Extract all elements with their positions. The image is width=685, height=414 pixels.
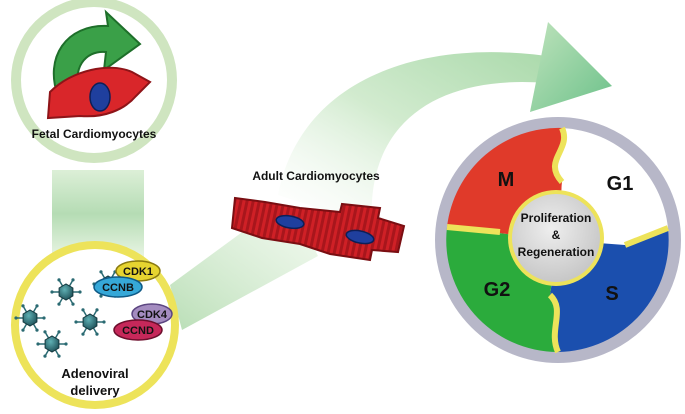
fetal-nucleus-icon (89, 82, 111, 112)
virus-icon (50, 278, 82, 306)
ccnb-badge (93, 276, 143, 298)
delivery-label-line1: Adenoviral (61, 366, 128, 381)
phase-s-label: S (605, 283, 618, 305)
cycle-divider-lines (446, 126, 670, 354)
adult-cardiomyocyte-panel: Adult Cardiomyocytes (230, 169, 406, 262)
adult-label: Adult Cardiomyocytes (252, 169, 380, 183)
virus-icon (74, 308, 106, 336)
adult-cell-icon (230, 196, 406, 262)
center-label-line2: & (552, 228, 561, 242)
delivery-label-line2: delivery (70, 383, 120, 398)
adult-nucleus-icon-1 (275, 214, 305, 230)
cdk4-label: CDK4 (137, 309, 168, 321)
phase-m-label: M (498, 169, 515, 191)
center-label-line3: Regeneration (518, 245, 595, 259)
cdk1-label: CDK1 (123, 266, 153, 278)
curved-arrow-head (530, 22, 612, 112)
cell-cycle-panel: Proliferation & Regeneration M G1 S G2 (435, 117, 681, 363)
cycle-center-circle (508, 190, 604, 286)
adenoviral-delivery-panel: CDK1 CCNB CDK4 CCND Adenoviral delivery (11, 241, 179, 409)
virus-icon (14, 304, 46, 332)
ccnb-label: CCNB (102, 282, 134, 294)
virus-icon (36, 330, 68, 358)
center-label-line1: Proliferation (521, 211, 592, 225)
adult-nucleus-icon-2 (345, 229, 375, 245)
curved-arrow-band (278, 52, 572, 225)
phase-g2-label: G2 (484, 279, 511, 301)
fetal-cardiomyocytes-panel: Fetal Cardiomyocytes (11, 0, 177, 163)
delivery-to-adult-band (170, 220, 318, 330)
fetal-label: Fetal Cardiomyocytes (32, 127, 157, 141)
phase-g1-label: G1 (607, 173, 634, 195)
ccnd-label: CCND (122, 325, 154, 337)
ccnd-badge (113, 319, 163, 341)
